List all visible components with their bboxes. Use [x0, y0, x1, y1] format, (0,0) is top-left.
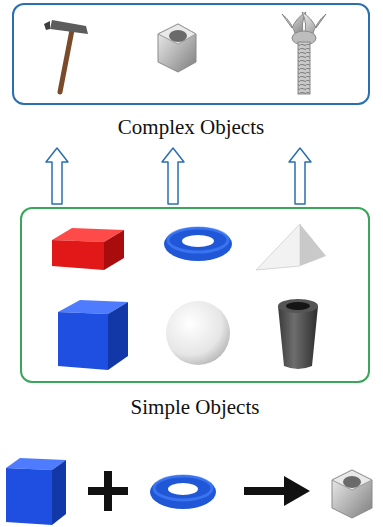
hollow-up-arrow: [162, 148, 184, 204]
result-arrow: [244, 476, 310, 506]
plus-symbol: [88, 471, 128, 511]
panel-outline: [12, 3, 370, 105]
pyramid: [256, 224, 326, 270]
equation-torus: [150, 475, 216, 509]
hex-nut: [158, 24, 196, 72]
hollow-up-arrow: [289, 148, 311, 204]
red-box: [52, 228, 124, 270]
panel-heading: Simple Objects: [20, 395, 370, 420]
hollow-up-arrow: [46, 148, 68, 204]
blue-torus: [164, 227, 232, 261]
panel-outline: [20, 207, 370, 383]
panel-heading: Complex Objects: [12, 115, 370, 140]
result-nut: [332, 470, 372, 518]
sphere: [166, 301, 230, 365]
blue-cube: [58, 300, 128, 370]
equation-cube: [6, 458, 66, 525]
complex-objects-panel: Complex Objects: [12, 3, 370, 142]
hammer: [44, 20, 88, 92]
simple-objects-panel: Simple Objects: [20, 207, 370, 422]
wing-bolt: [282, 12, 326, 94]
cylinder-tube: [278, 299, 318, 369]
